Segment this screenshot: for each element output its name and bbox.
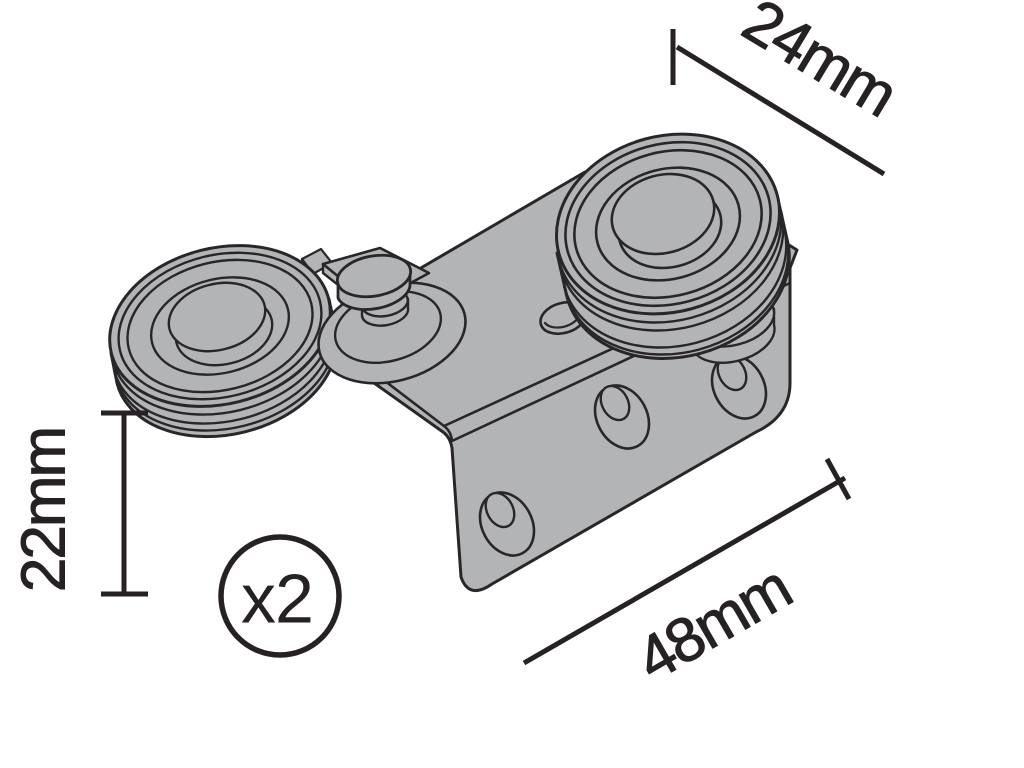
dimension-22mm-label: 22mm [10,428,79,592]
large-wheel-hub-top [610,172,716,256]
dimension-48mm-label: 48mm [625,553,802,695]
quantity-badge-label: x2 [241,560,313,638]
front-face-hole-left [478,491,536,557]
rivet-head-top [335,253,413,299]
small-roller-wheel [108,244,339,439]
dimension-24mm-label: 24mm [731,0,907,130]
small-wheel-hub-top [167,281,267,353]
pivot-rivet [335,253,413,327]
bracket-fold-edge-lower [442,281,792,443]
dimension-22mm: 22mm [9,410,148,597]
large-roller-wheel [554,132,791,360]
dimension-48mm-line [522,475,847,666]
dimension-48mm-tick [824,457,852,501]
dimension-24mm-line [675,44,886,177]
quantity-badge-circle [218,534,342,658]
bracket-part [108,132,799,593]
front-face-hole-middle [593,384,651,450]
quantity-badge: x2 [218,534,342,658]
